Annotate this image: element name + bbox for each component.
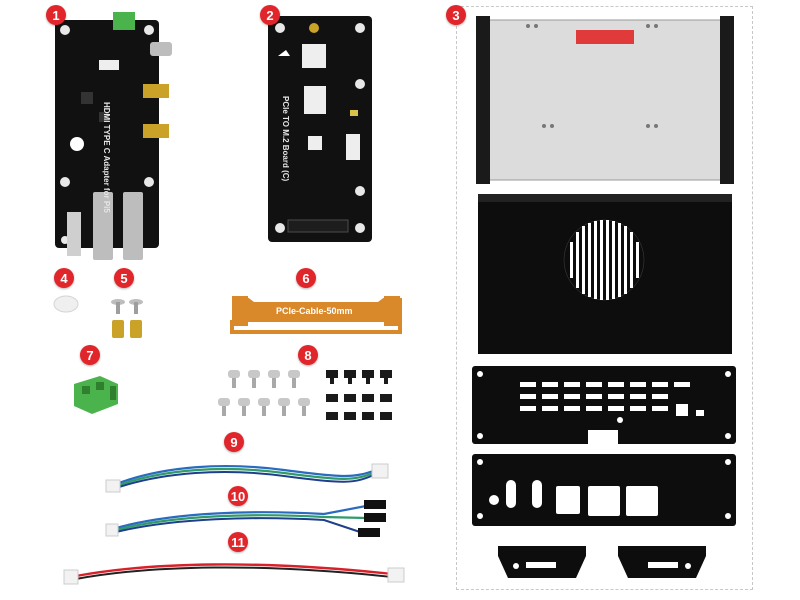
case-rear-panel-graphic (472, 454, 736, 526)
case-rear-panel (470, 452, 738, 528)
badge-6: 6 (296, 268, 316, 288)
badge-5: 5 (114, 268, 134, 288)
screw-set (214, 366, 400, 428)
pcie-m2-board-graphic (268, 16, 372, 242)
badge-3: 3 (446, 5, 466, 25)
pcie-flex-cable: PCIe-Cable-50mm (228, 292, 404, 336)
flex-cable-graphic (230, 296, 402, 334)
mounting-bracket-left (496, 544, 588, 580)
dupont-wire-cable (104, 498, 394, 542)
hdmi-adapter-board-graphic (55, 12, 172, 260)
screws-graphic (111, 299, 143, 338)
case-top-shell-graphic (476, 16, 734, 184)
badge-2: 2 (260, 5, 280, 25)
board1-label: HDMI TYPE C Adapter for Pi5 (102, 102, 111, 213)
pcie-m2-board: PCIe TO M.2 Board (C) (268, 16, 378, 246)
red-black-power-cable (62, 552, 412, 592)
four-wire-cable (104, 456, 394, 496)
red-black-cable-graphic (63, 563, 405, 585)
badge-11: 11 (228, 532, 248, 552)
board2-label: PCIe TO M.2 Board (C) (281, 96, 290, 182)
light-pipe-graphic (53, 295, 79, 313)
bracket-left-graphic (498, 546, 586, 578)
case-parts-frame (456, 6, 753, 590)
badge-10: 10 (228, 486, 248, 506)
hdmi-adapter-board: HDMI TYPE C Adapter for Pi5 (55, 12, 175, 262)
case-front-panel (470, 364, 738, 448)
screw-set-graphic (218, 370, 392, 420)
dupont-wire-cable-graphic (105, 500, 386, 537)
cable6-label: PCIe-Cable-50mm (276, 306, 353, 316)
terminal-block-graphic (74, 376, 118, 414)
case-bottom-shell-with-fan (474, 190, 736, 358)
badge-1: 1 (46, 5, 66, 25)
fan-vent-grille (570, 220, 639, 300)
badge-9: 9 (224, 432, 244, 452)
case-bottom-shell-graphic (478, 194, 732, 354)
screws-and-brass-inserts (104, 296, 154, 342)
light-pipe (52, 294, 80, 314)
badge-7: 7 (80, 345, 100, 365)
four-wire-cable-graphic (105, 463, 389, 493)
case-front-panel-graphic (472, 366, 736, 444)
bracket-right-graphic (618, 546, 706, 578)
mounting-bracket-right (616, 544, 708, 580)
green-terminal-block (70, 372, 122, 416)
badge-8: 8 (298, 345, 318, 365)
badge-4: 4 (54, 268, 74, 288)
case-top-shell (474, 14, 736, 186)
